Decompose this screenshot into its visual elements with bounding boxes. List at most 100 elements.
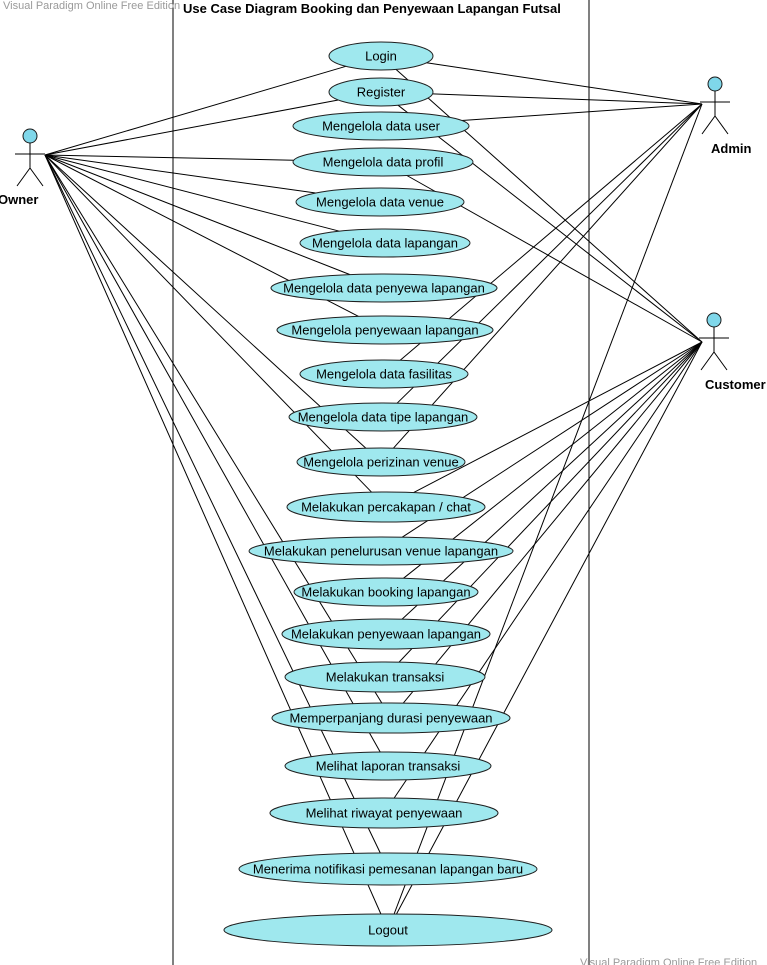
usecase-shape bbox=[269, 797, 499, 829]
usecase-shape bbox=[270, 273, 498, 303]
association-customer-chat bbox=[413, 341, 703, 494]
usecase-shape bbox=[328, 41, 434, 71]
usecase-register[interactable]: Register bbox=[328, 77, 434, 107]
usecase-shape bbox=[288, 402, 478, 432]
usecase-shape bbox=[284, 751, 492, 781]
usecase-label: Menerima notifikasi pemesanan lapangan b… bbox=[253, 861, 523, 876]
usecase-tipe[interactable]: Mengelola data tipe lapangan bbox=[288, 402, 478, 432]
association-admin-data-user bbox=[461, 103, 703, 121]
usecase-label: Register bbox=[357, 84, 406, 99]
usecase-shape bbox=[248, 536, 514, 566]
actor-head bbox=[706, 312, 722, 328]
association-owner-register bbox=[44, 99, 339, 156]
association-admin-register bbox=[432, 93, 703, 105]
usecase-label: Mengelola data venue bbox=[316, 194, 444, 209]
usecase-riwayat[interactable]: Melihat riwayat penyewaan bbox=[269, 797, 499, 829]
actor-body bbox=[15, 143, 45, 187]
usecase-label: Melakukan transaksi bbox=[326, 669, 445, 684]
usecase-shape bbox=[296, 447, 466, 477]
usecase-shape bbox=[276, 315, 494, 345]
usecase-penyewaan-lap[interactable]: Melakukan penyewaan lapangan bbox=[281, 618, 491, 650]
usecase-label: Mengelola data fasilitas bbox=[316, 366, 452, 381]
usecase-data-lapangan[interactable]: Mengelola data lapangan bbox=[299, 228, 471, 258]
association-owner-data-profil bbox=[44, 154, 294, 161]
actor-label: Admin bbox=[711, 141, 752, 156]
usecase-shape bbox=[238, 852, 538, 886]
usecase-fasilitas[interactable]: Mengelola data fasilitas bbox=[299, 359, 469, 389]
usecase-penyewaan[interactable]: Mengelola penyewaan lapangan bbox=[276, 315, 494, 345]
actor-label: Owner bbox=[0, 192, 38, 207]
association-owner-perpanjang bbox=[44, 154, 383, 704]
usecase-label: Mengelola penyewaan lapangan bbox=[291, 322, 478, 337]
association-owner-laporan bbox=[44, 154, 381, 753]
usecase-data-user[interactable]: Mengelola data user bbox=[292, 111, 470, 141]
usecase-label: Melakukan percakapan / chat bbox=[301, 499, 471, 514]
usecase-shape bbox=[292, 111, 470, 141]
usecase-logout[interactable]: Logout bbox=[223, 913, 553, 947]
usecase-label: Login bbox=[365, 48, 397, 63]
usecase-shape bbox=[286, 491, 486, 523]
usecase-shape bbox=[271, 702, 511, 734]
association-admin-perizinan bbox=[393, 103, 703, 449]
actor-body bbox=[699, 327, 729, 371]
usecase-label: Mengelola data tipe lapangan bbox=[298, 409, 469, 424]
usecase-label: Mengelola data user bbox=[322, 118, 440, 133]
actor-owner[interactable]: Owner bbox=[0, 128, 45, 207]
association-customer-perpanjang bbox=[402, 341, 703, 704]
actor-label: Customer bbox=[705, 377, 766, 392]
usecase-perpanjang[interactable]: Memperpanjang durasi penyewaan bbox=[271, 702, 511, 734]
usecase-label: Melihat laporan transaksi bbox=[316, 758, 461, 773]
association-owner-chat bbox=[44, 154, 372, 493]
usecase-label: Mengelola data lapangan bbox=[312, 235, 458, 250]
usecase-label: Mengelola data penyewa lapangan bbox=[283, 280, 485, 295]
usecase-transaksi[interactable]: Melakukan transaksi bbox=[284, 661, 486, 693]
usecase-shape bbox=[281, 618, 491, 650]
actor-admin[interactable]: Admin bbox=[700, 76, 752, 156]
association-owner-data-penyewa bbox=[44, 154, 351, 276]
usecase-label: Mengelola perizinan venue bbox=[303, 454, 458, 469]
actor-head bbox=[707, 76, 723, 92]
actor-head bbox=[22, 128, 38, 144]
association-admin-fasilitas bbox=[399, 103, 703, 361]
association-admin-tipe bbox=[396, 103, 703, 404]
usecase-label: Logout bbox=[368, 922, 408, 937]
associations bbox=[44, 62, 703, 915]
actor-customer[interactable]: Customer bbox=[699, 312, 766, 392]
usecase-shape bbox=[299, 228, 471, 258]
usecase-chat[interactable]: Melakukan percakapan / chat bbox=[286, 491, 486, 523]
usecase-laporan[interactable]: Melihat laporan transaksi bbox=[284, 751, 492, 781]
association-customer-penyewaan-lap bbox=[401, 341, 703, 620]
usecase-shape bbox=[292, 147, 474, 177]
usecase-data-profil[interactable]: Mengelola data profil bbox=[292, 147, 474, 177]
usecase-penelurusan[interactable]: Melakukan penelurusan venue lapangan bbox=[248, 536, 514, 566]
usecase-shape bbox=[299, 359, 469, 389]
watermark-top: Visual Paradigm Online Free Edition bbox=[3, 0, 180, 12]
usecase-shape bbox=[293, 577, 479, 607]
association-owner-perizinan bbox=[44, 154, 367, 449]
association-owner-notifikasi bbox=[44, 154, 381, 854]
usecase-notifikasi[interactable]: Menerima notifikasi pemesanan lapangan b… bbox=[238, 852, 538, 886]
usecase-label: Melakukan penelurusan venue lapangan bbox=[264, 543, 498, 558]
usecase-data-venue[interactable]: Mengelola data venue bbox=[295, 187, 465, 217]
actor-body bbox=[700, 91, 730, 135]
usecase-label: Mengelola data profil bbox=[323, 154, 444, 169]
association-owner-data-venue bbox=[44, 154, 316, 194]
association-customer-login bbox=[395, 69, 703, 343]
usecase-data-penyewa[interactable]: Mengelola data penyewa lapangan bbox=[270, 273, 498, 303]
usecase-booking[interactable]: Melakukan booking lapangan bbox=[293, 577, 479, 607]
watermark-bottom: Visual Paradigm Online Free Edition bbox=[580, 957, 757, 965]
association-admin-login bbox=[426, 62, 703, 105]
usecase-login[interactable]: Login bbox=[328, 41, 434, 71]
association-customer-transaksi bbox=[398, 341, 703, 663]
diagram-title: Use Case Diagram Booking dan Penyewaan L… bbox=[183, 1, 561, 16]
usecase-label: Melakukan booking lapangan bbox=[301, 584, 470, 599]
usecase-label: Memperpanjang durasi penyewaan bbox=[289, 710, 492, 725]
usecase-label: Melakukan penyewaan lapangan bbox=[291, 626, 481, 641]
usecase-label: Melihat riwayat penyewaan bbox=[306, 805, 463, 820]
usecase-perizinan[interactable]: Mengelola perizinan venue bbox=[296, 447, 466, 477]
usecase-shape bbox=[284, 661, 486, 693]
association-customer-register bbox=[397, 104, 703, 343]
